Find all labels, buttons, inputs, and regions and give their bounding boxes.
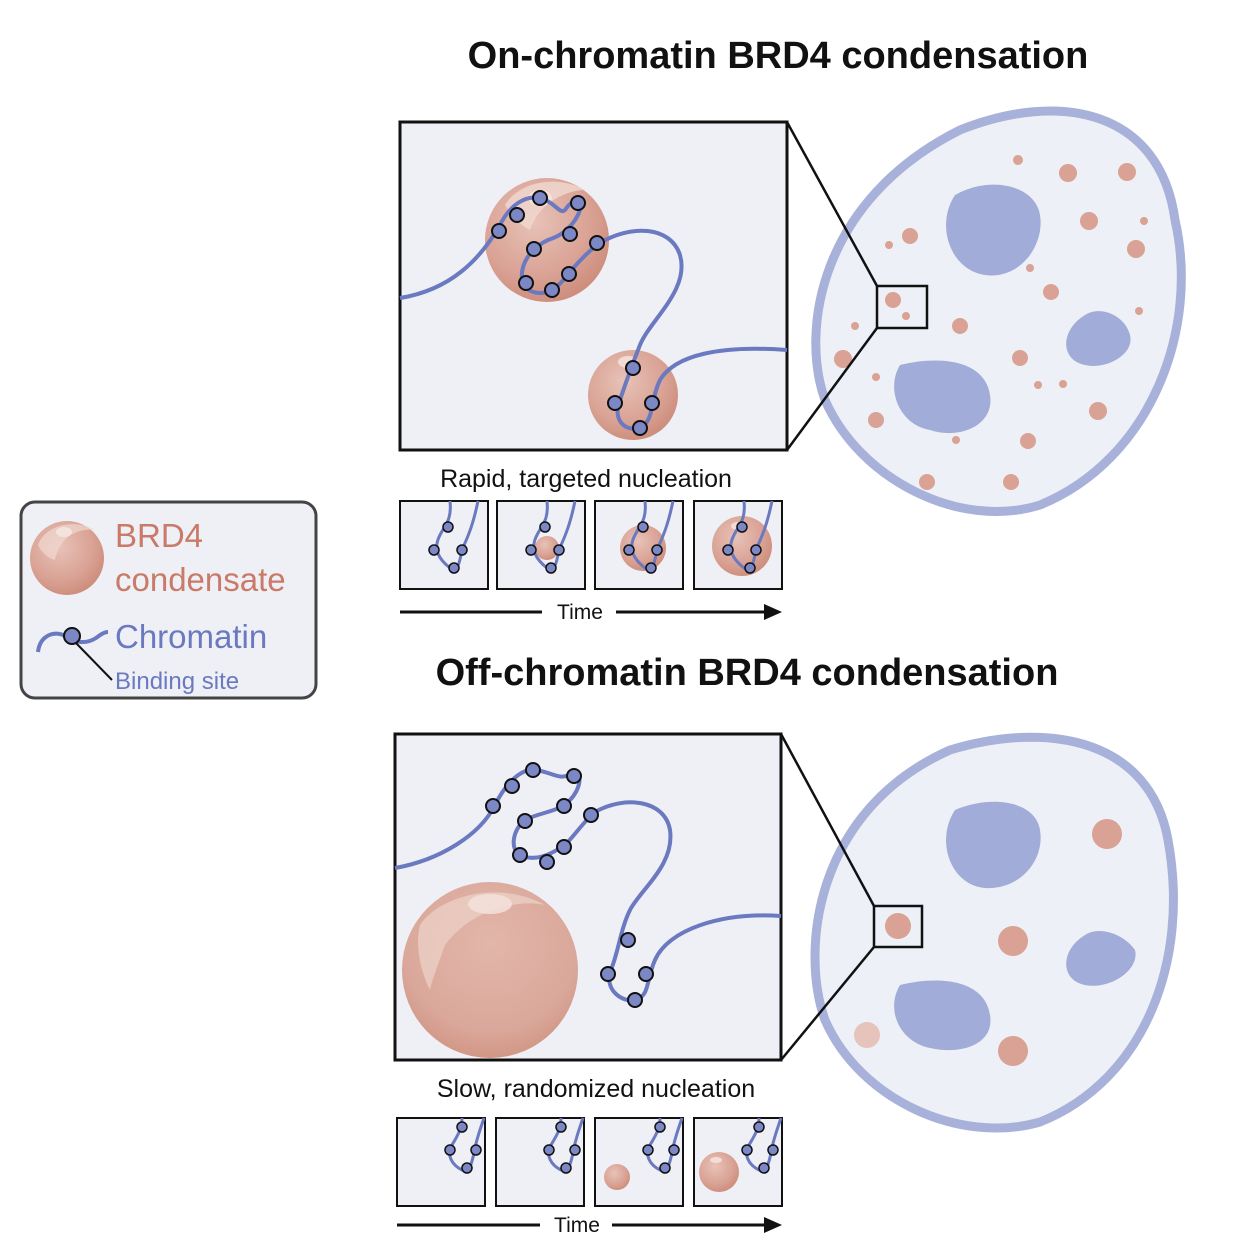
zoom-line (785, 121, 879, 287)
binding-site-icon (512, 847, 528, 863)
binding-site-icon (544, 282, 560, 298)
top-nucleus (811, 106, 1186, 516)
binding-site-icon (485, 798, 501, 814)
binding-site-icon (532, 190, 548, 206)
binding-site-icon (562, 226, 578, 242)
condensate-icon (588, 350, 678, 440)
binding-site-icon (556, 798, 572, 814)
binding-site-icon (526, 241, 542, 257)
binding-site-icon (566, 768, 582, 784)
binding-site-icon (632, 420, 648, 436)
condensate-puncta (834, 155, 1148, 490)
nucleolus (894, 980, 991, 1051)
binding-site-icon (517, 813, 533, 829)
top-panel-title: On-chromatin BRD4 condensation (468, 35, 1089, 77)
bottom-time-arrow: Time (397, 1214, 782, 1237)
time-arrow-icon (764, 1217, 782, 1233)
top-time-arrow: Time (400, 601, 782, 624)
legend-condensate-line1: BRD4 (115, 517, 203, 554)
zoom-line (779, 733, 876, 907)
time-frame-3 (594, 1117, 684, 1207)
legend-binding-site: Binding site (115, 668, 239, 695)
time-frame-4 (693, 1117, 783, 1207)
binding-site-icon (509, 207, 525, 223)
top-time-label: Time (557, 601, 603, 624)
binding-site-icon (525, 762, 541, 778)
top-time-series (399, 500, 783, 590)
bottom-time-series (396, 1117, 783, 1207)
binding-site-icon (638, 966, 654, 982)
time-frame-2 (495, 1117, 585, 1207)
chromatin-icon (36, 630, 109, 653)
binding-site-icon (583, 807, 599, 823)
nucleolus (894, 360, 991, 434)
time-frame-4 (693, 500, 783, 590)
binding-site-icon (63, 627, 81, 645)
legend-condensate-line2: condensate (115, 561, 286, 598)
binding-site-icon (539, 854, 555, 870)
time-frame-1 (396, 1117, 486, 1207)
nucleolus (946, 801, 1041, 889)
binding-site-icon (600, 966, 616, 982)
zoom-box (872, 904, 924, 949)
binding-site-icon (589, 235, 605, 251)
binding-site-icon (561, 266, 577, 282)
binding-site-icon (607, 395, 623, 411)
binding-site-icon (625, 360, 641, 376)
time-frame-3 (594, 500, 684, 590)
top-zoom-inset (398, 120, 789, 452)
nucleolus (1066, 930, 1136, 986)
binding-site-icon (504, 778, 520, 794)
time-frame-2 (496, 500, 586, 590)
nucleolus (946, 184, 1041, 276)
zoom-box (875, 284, 929, 330)
binding-sites (485, 762, 654, 1008)
binding-site-icon (518, 275, 534, 291)
zoom-line (780, 946, 875, 1061)
binding-site-icon (620, 932, 636, 948)
bottom-time-label: Time (554, 1214, 600, 1237)
binding-site-icon (644, 395, 660, 411)
bottom-nucleus (810, 732, 1178, 1133)
bottom-panel-caption: Slow, randomized nucleation (437, 1075, 755, 1103)
condensate-puncta (854, 819, 1122, 1066)
time-arrow-icon (764, 604, 782, 620)
binding-site-icon (570, 195, 586, 211)
bottom-panel-title: Off-chromatin BRD4 condensation (436, 652, 1059, 694)
binding-site-icon (491, 223, 507, 239)
bottom-zoom-inset (393, 732, 783, 1062)
zoom-line (785, 327, 879, 451)
nucleolus (1066, 311, 1131, 366)
binding-site-icon (556, 839, 572, 855)
legend-chromatin: Chromatin (115, 618, 267, 655)
binding-site-icon (627, 992, 643, 1008)
legend: BRD4 condensate Chromatin Binding site (19, 500, 318, 700)
time-frame-1 (399, 500, 489, 590)
top-panel-caption: Rapid, targeted nucleation (440, 465, 732, 493)
binding-sites (491, 190, 660, 436)
